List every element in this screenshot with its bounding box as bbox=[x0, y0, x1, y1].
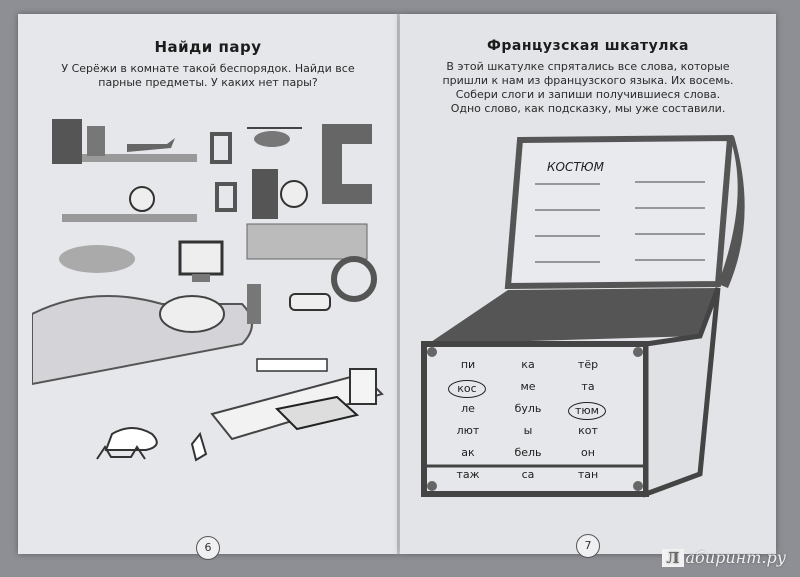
sofa-pillow bbox=[159, 295, 225, 333]
computer-monitor bbox=[178, 240, 224, 276]
right-page: Французская шкатулка В этой шкатулке спр… bbox=[400, 14, 776, 558]
right-page-text-line3: Собери слоги и запиши получившиеся слова… bbox=[455, 88, 721, 101]
syllable-5-2: тан bbox=[577, 468, 599, 481]
chest-front bbox=[421, 341, 649, 497]
speaker-left bbox=[52, 119, 82, 164]
cat-bed bbox=[59, 245, 135, 273]
office-chair bbox=[247, 284, 261, 324]
syllable-5-1: са bbox=[521, 468, 535, 481]
speaker-right bbox=[252, 169, 278, 219]
toy-plane bbox=[127, 138, 175, 152]
soccer-ball-left bbox=[129, 186, 155, 212]
wall-picture-top bbox=[210, 132, 232, 164]
syllable-1-1: ме bbox=[520, 380, 536, 393]
book-stack bbox=[87, 126, 105, 156]
left-page-text-line1: У Серёжи в комнате такой беспорядок. Най… bbox=[61, 62, 355, 75]
desk-chair-back bbox=[256, 358, 328, 372]
chest-lid-side bbox=[718, 136, 745, 288]
right-page-text-line1: В этой шкатулке спрятались все слова, ко… bbox=[446, 60, 730, 73]
wall-picture-bottom bbox=[215, 182, 237, 212]
chest-lid bbox=[504, 134, 734, 290]
syllable-2-0: ле bbox=[461, 402, 475, 415]
right-page-number: 7 bbox=[576, 534, 600, 558]
sneakers bbox=[104, 427, 158, 451]
chest-side bbox=[643, 287, 721, 498]
left-page: Найди пару У Серёжи в комнате такой бесп… bbox=[18, 14, 398, 560]
sock bbox=[190, 431, 208, 462]
example-word: КОСТЮМ bbox=[547, 160, 604, 174]
syllable-3-2: кот bbox=[578, 424, 598, 437]
french-chest-illustration bbox=[421, 134, 745, 498]
syllable-4-1: бель bbox=[514, 446, 542, 459]
syllable-2-2: тюм bbox=[568, 402, 606, 420]
book-on-desk bbox=[274, 395, 360, 431]
syllable-1-2: та bbox=[581, 380, 595, 393]
syllable-2-1: буль bbox=[514, 402, 542, 415]
syllable-1-0: кос bbox=[448, 380, 486, 398]
syllable-3-1: ы bbox=[523, 424, 533, 437]
left-page-text-line2: парные предметы. У каких нет пары? bbox=[98, 76, 318, 89]
answer-lines bbox=[535, 181, 705, 263]
shelf-top bbox=[62, 154, 197, 162]
syllable-4-2: он bbox=[581, 446, 595, 459]
chest-area: КОСТЮМ пи ка тёр кос ме та ле буль тюм лют ы кот ак б… bbox=[400, 14, 776, 554]
left-page-title: Найди пару bbox=[154, 38, 262, 56]
right-page-text-line2: пришли к нам из французского языка. Их в… bbox=[442, 74, 734, 87]
syllable-5-0: таж bbox=[456, 468, 480, 481]
pencil-cup bbox=[349, 368, 377, 405]
toy-helicopter bbox=[247, 127, 302, 147]
right-page-text-line4: Одно слово, как подсказку, мы уже состав… bbox=[450, 102, 726, 115]
syllable-0-2: тёр bbox=[577, 358, 599, 371]
watermark-badge: Л bbox=[662, 549, 684, 567]
right-page-title: Французская шкатулка bbox=[486, 38, 690, 54]
chest-corner-studs bbox=[427, 347, 643, 491]
cat bbox=[96, 445, 146, 460]
watermark-text: абиринт.ру bbox=[685, 548, 786, 567]
right-cabinet bbox=[246, 223, 368, 260]
chest-inside bbox=[428, 288, 718, 344]
syllable-4-0: ак bbox=[461, 446, 475, 459]
syllable-0-1: ка bbox=[521, 358, 535, 371]
messy-room-illustration bbox=[32, 119, 384, 462]
syllable-3-0: лют bbox=[456, 424, 480, 437]
syllable-0-0: пи bbox=[460, 358, 476, 371]
left-page-number: 6 bbox=[196, 536, 220, 560]
shelf-middle bbox=[62, 214, 197, 222]
soccer-ball-right bbox=[280, 180, 308, 208]
toy-car bbox=[289, 293, 331, 311]
letter-c-poster bbox=[322, 124, 372, 204]
bike-wheel bbox=[331, 256, 377, 302]
